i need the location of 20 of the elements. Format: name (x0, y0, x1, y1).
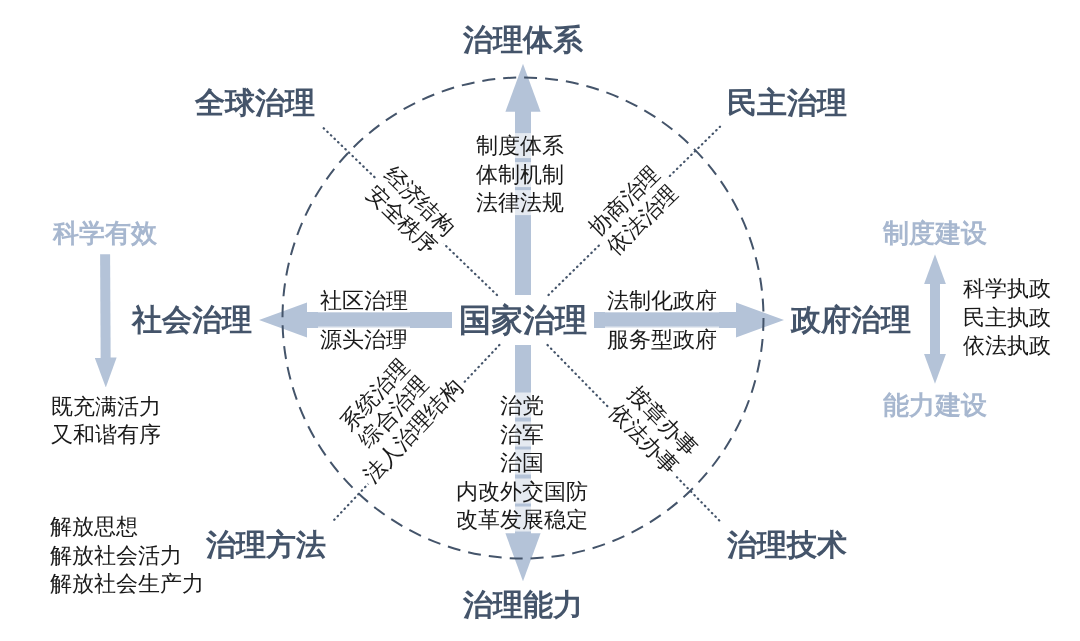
topic-label: 社会治理 (128, 299, 256, 341)
note-text: 科学执政民主执政依法执政 (962, 275, 1052, 361)
note-text: 既充满活力又和谐有序 (47, 390, 165, 450)
block-arrow (505, 345, 541, 582)
topic-label: 治理体系 (459, 19, 587, 61)
note-text: 解放思想解放社会活力解放社会生产力 (49, 513, 205, 599)
topic-label: 全球治理 (191, 82, 319, 124)
subtopic-label: 科学有效 (49, 214, 161, 252)
topic-label: 治理能力 (459, 584, 587, 626)
subtopic-label: 制度建设 (879, 214, 991, 252)
topic-label: 政府治理 (787, 299, 915, 341)
block-arrow (94, 254, 117, 388)
edge-label: 社区治理源头治理 (317, 286, 411, 353)
topic-label: 治理技术 (723, 524, 851, 566)
subtopic-label: 能力建设 (879, 386, 991, 424)
block-double-arrow (924, 254, 946, 384)
topic-label: 治理方法 (202, 524, 330, 566)
edge-label: 制度体系体制机制法律法规 (473, 132, 567, 218)
topic-label: 民主治理 (723, 82, 851, 124)
edge-label: 法制化政府服务型政府 (604, 286, 720, 353)
